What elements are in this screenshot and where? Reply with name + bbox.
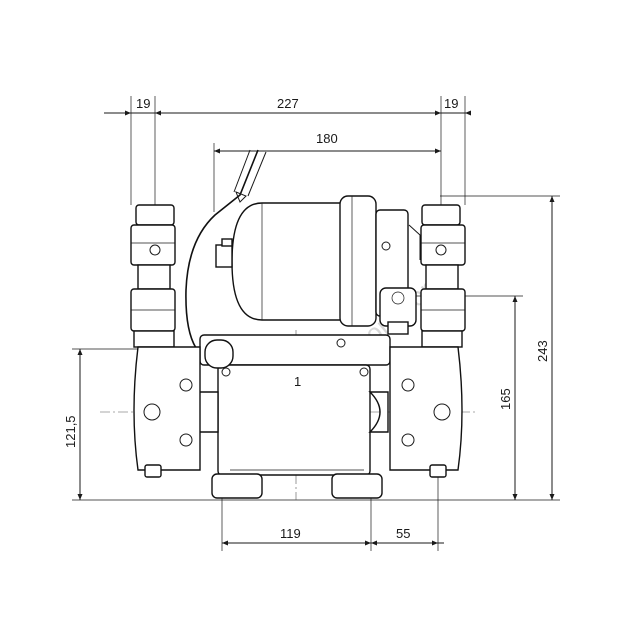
dim-overall-width: 227	[277, 96, 299, 111]
dim-foot-offset: 55	[396, 526, 410, 541]
motor: 1	[197, 334, 391, 499]
right-pump-head	[389, 204, 466, 478]
dim-inlet-width-left: 19	[136, 96, 150, 111]
pump-body: 1	[130, 149, 466, 499]
dim-inlet-height: 121,5	[63, 415, 78, 448]
motor-label: 1	[294, 374, 301, 389]
dim-motor-width: 180	[316, 131, 338, 146]
dim-foot-spacing: 119	[280, 526, 301, 541]
left-pump-head	[130, 204, 201, 478]
dim-overall-height: 243	[535, 340, 550, 362]
dim-outlet-height: 165	[498, 388, 513, 410]
cables	[185, 149, 267, 349]
dimension-labels: 19 227 19 180 243 165 121,5 119 55	[63, 96, 550, 541]
pressure-vessel	[215, 195, 421, 335]
dim-inlet-width-right: 19	[444, 96, 458, 111]
